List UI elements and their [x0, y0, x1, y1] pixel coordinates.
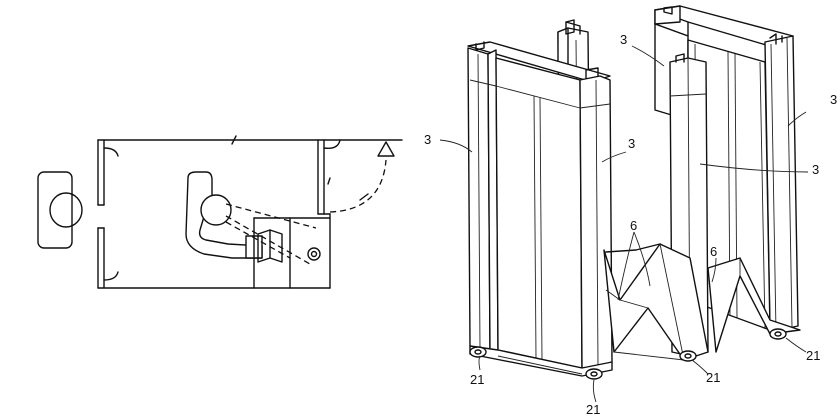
- frame-assembly: 3 3 3 3 3 6 6 21 21 21 21: [424, 5, 837, 417]
- label-wheel-left: 21: [470, 372, 484, 387]
- reference-numerals: 3 3 3 3 3 6 6 21 21 21 21: [424, 32, 837, 417]
- label-frame-left: 3: [424, 132, 431, 147]
- door-swing: [329, 141, 395, 213]
- floor-plan: [37, 135, 403, 289]
- wheel-mid: [679, 350, 697, 362]
- label-frame-top-right: 3: [830, 92, 837, 107]
- leader-lines: [439, 45, 809, 403]
- label-wheel-mid: 21: [706, 370, 720, 385]
- chair-desk: [185, 171, 263, 259]
- label-frame-inner: 3: [628, 136, 635, 151]
- label-wheel-front: 21: [586, 402, 600, 417]
- wheel-right: [769, 328, 787, 340]
- side-table: [37, 171, 83, 249]
- label-panel-a: 6: [630, 218, 637, 233]
- caster-wheels: [469, 328, 787, 380]
- label-wheel-right: 21: [806, 348, 820, 363]
- label-frame-top-mid: 3: [620, 32, 627, 47]
- left-frame: [467, 41, 613, 377]
- label-panel-b: 6: [710, 244, 717, 259]
- wheel-front-left: [585, 368, 603, 380]
- sight-lines: [225, 203, 317, 265]
- wheel-rear-left: [469, 346, 487, 358]
- room-walls: [97, 135, 403, 289]
- label-frame-right: 3: [812, 162, 819, 177]
